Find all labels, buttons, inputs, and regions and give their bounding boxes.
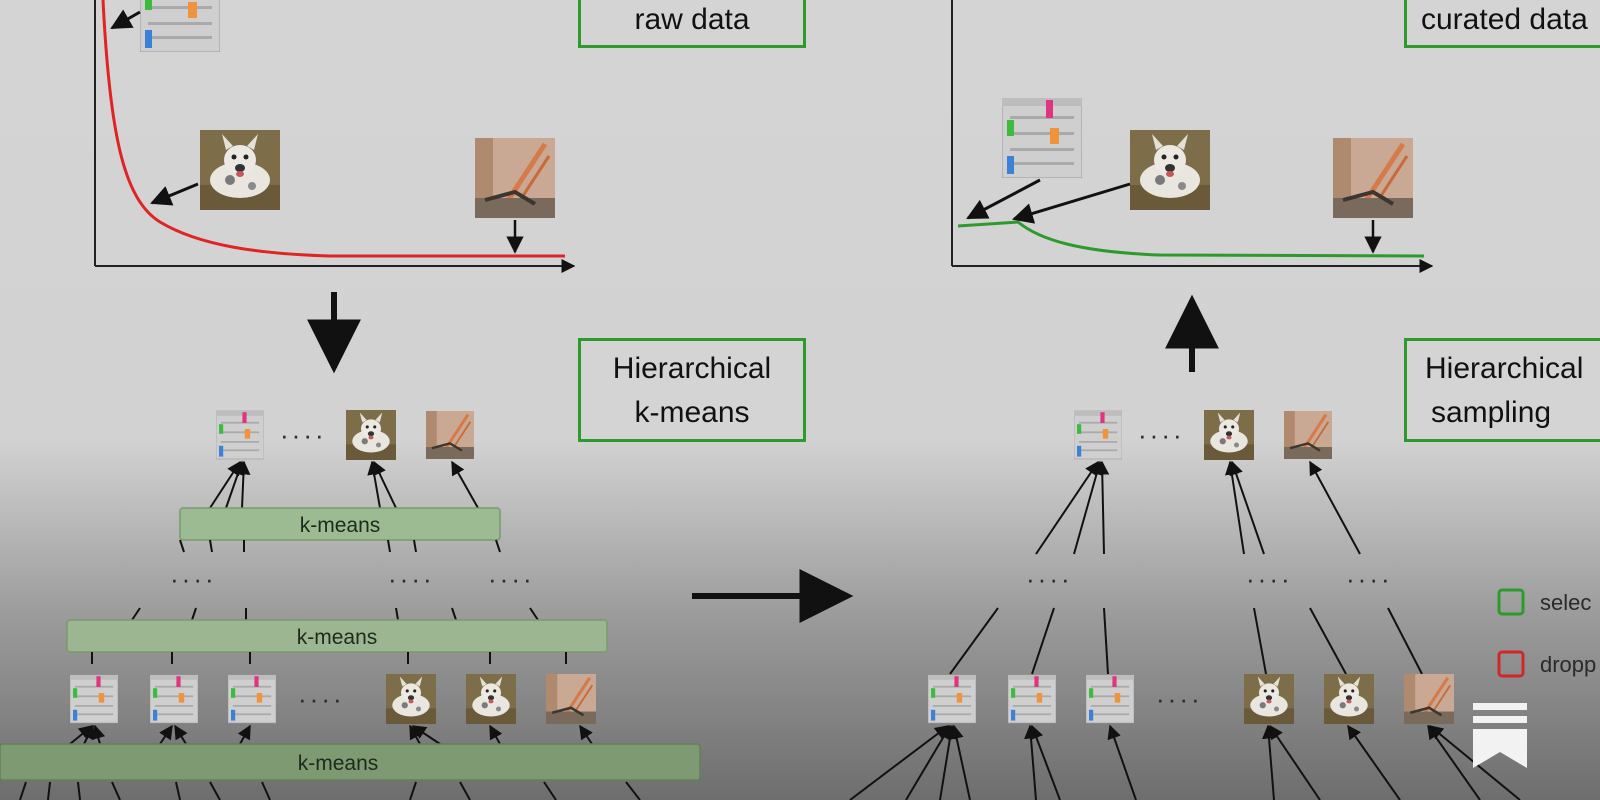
mid-ellipsis-3: ···· [488,564,535,594]
chair-photo-icon [475,138,555,218]
bookmark-icon [1473,703,1527,768]
right-mid-ellipsis-2: ···· [1246,564,1293,594]
screenshot-thumbnail-icon [1008,674,1056,724]
kmeans-bar-bottom-label: k-means [298,752,379,775]
screenshot-thumbnail-icon [150,674,198,724]
legend-selected-label: selec [1540,590,1591,615]
legend-dropped-label: dropp [1540,652,1596,677]
right-top-ellipsis: ···· [1138,420,1185,450]
screenshot-thumbnail-icon [1086,674,1134,724]
kmeans-bar-middle [66,619,608,653]
dog-photo-icon [1324,674,1374,724]
screenshot-thumbnail-icon [928,674,976,724]
right-bottom-ellipsis: ···· [1156,684,1203,714]
hierarchical-sampling-line2: sampling [1431,396,1552,429]
chair-photo-icon [1404,674,1454,724]
right-mid-ellipsis-1: ···· [1026,564,1073,594]
dog-photo-icon [200,130,280,210]
screenshot-thumbnail-icon [228,674,276,724]
mid-ellipsis-2: ···· [388,564,435,594]
chair-photo-icon [1333,138,1413,218]
legend-dropped-swatch [1497,650,1525,678]
screenshot-thumbnail-icon [140,0,220,52]
bottom-row-ellipsis: ···· [298,684,345,714]
screenshot-thumbnail-icon [1002,98,1082,178]
raw-data-plot [94,0,576,273]
dog-photo-icon [1244,674,1294,724]
top-row-ellipsis: ···· [280,420,327,450]
screenshot-thumbnail-icon [1074,410,1122,460]
raw-data-label: raw data [634,3,750,36]
hierarchical-kmeans-line2: k-means [634,396,750,429]
hierarchical-kmeans-box: Hierarchical k-means [578,338,806,442]
hierarchical-kmeans-line1: Hierarchical [612,352,772,385]
curated-data-plot [951,0,1434,273]
curated-data-label: curated data [1421,3,1588,36]
curated-data-box: curated data [1404,0,1600,48]
mid-ellipsis-1: ···· [170,564,217,594]
dog-photo-icon [386,674,436,724]
right-mid-ellipsis-3: ···· [1346,564,1393,594]
chair-photo-icon [546,674,596,724]
legend-selected-swatch [1497,588,1525,616]
kmeans-bar-top-label: k-means [300,514,381,537]
raw-data-curve [101,0,565,258]
chair-photo-icon [426,410,474,460]
sampling-tree: ···· ···· ···· ···· ···· [849,410,1521,800]
kmeans-bar-middle-label: k-means [297,626,378,649]
kmeans-bar-bottom [0,743,701,781]
screenshot-thumbnail-icon [216,410,264,460]
raw-data-box: raw data [578,0,806,48]
dog-photo-icon [346,410,396,460]
chair-photo-icon [1284,410,1332,460]
dog-photo-icon [1130,130,1210,210]
hierarchical-sampling-box: Hierarchical sampling [1404,338,1600,442]
kmeans-tree: ···· k-means ···· ···· ···· [0,410,701,800]
legend: selec dropp [1497,588,1596,678]
hierarchical-sampling-line1: Hierarchical [1425,352,1584,385]
curated-data-curve [957,220,1425,258]
kmeans-bar-top [179,507,501,541]
dog-photo-icon [466,674,516,724]
screenshot-thumbnail-icon [70,674,118,724]
dog-photo-icon [1204,410,1254,460]
